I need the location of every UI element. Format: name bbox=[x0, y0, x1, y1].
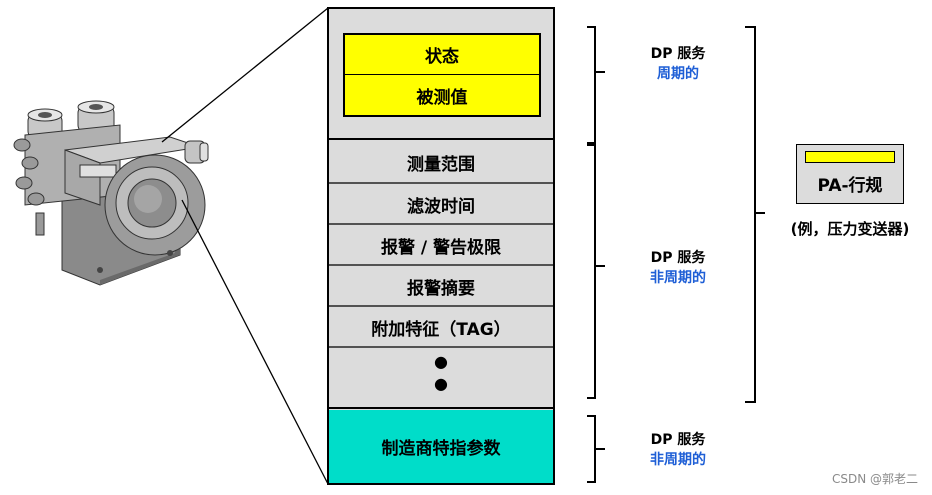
pa-profile-example: (例，压力变送器) bbox=[790, 220, 910, 238]
service-label-acyclic-bottom: DP 服务 非周期的 bbox=[628, 430, 728, 470]
service-label-cyclic: DP 服务 周期的 bbox=[628, 44, 728, 84]
service-label-cyclic-line1: DP 服务 bbox=[650, 46, 706, 62]
service-label-acyclic-middle-line1: DP 服务 bbox=[650, 250, 706, 266]
service-label-cyclic-line2: 周期的 bbox=[657, 66, 699, 82]
measured-value-cell: 被测值 bbox=[416, 88, 468, 108]
pressure-transmitter-illustration bbox=[13, 100, 209, 286]
pa-profile-yellow-bar bbox=[805, 151, 895, 163]
measuring-range-row: 测量范围 bbox=[407, 154, 475, 175]
ellipsis-dot-2: ● bbox=[434, 373, 448, 393]
alarm-summary-row: 报警摘要 bbox=[407, 278, 475, 299]
status-cell: 状态 bbox=[345, 35, 539, 75]
service-label-acyclic-middle-line2: 非周期的 bbox=[650, 270, 706, 286]
alarm-warning-limit-row: 报警 / 警告极限 bbox=[380, 237, 502, 258]
filter-time-row: 滤波时间 bbox=[407, 196, 475, 217]
pa-profile-box: PA-行规 bbox=[796, 144, 904, 204]
pa-profile-title: PA-行规 bbox=[817, 176, 883, 196]
cyclic-group-box bbox=[343, 33, 541, 117]
additional-feature-tag-row: 附加特征（TAG） bbox=[371, 319, 511, 340]
manufacturer-specific-parameters: 制造商特指参数 bbox=[329, 410, 553, 483]
ellipsis-dot-1: ● bbox=[434, 351, 448, 371]
service-label-acyclic-bottom-line1: DP 服务 bbox=[650, 432, 706, 448]
watermark: CSDN @郭老二 bbox=[831, 472, 918, 486]
service-label-acyclic-bottom-line2: 非周期的 bbox=[650, 452, 706, 468]
row-separators bbox=[327, 138, 555, 409]
service-label-acyclic-middle: DP 服务 非周期的 bbox=[628, 248, 728, 288]
